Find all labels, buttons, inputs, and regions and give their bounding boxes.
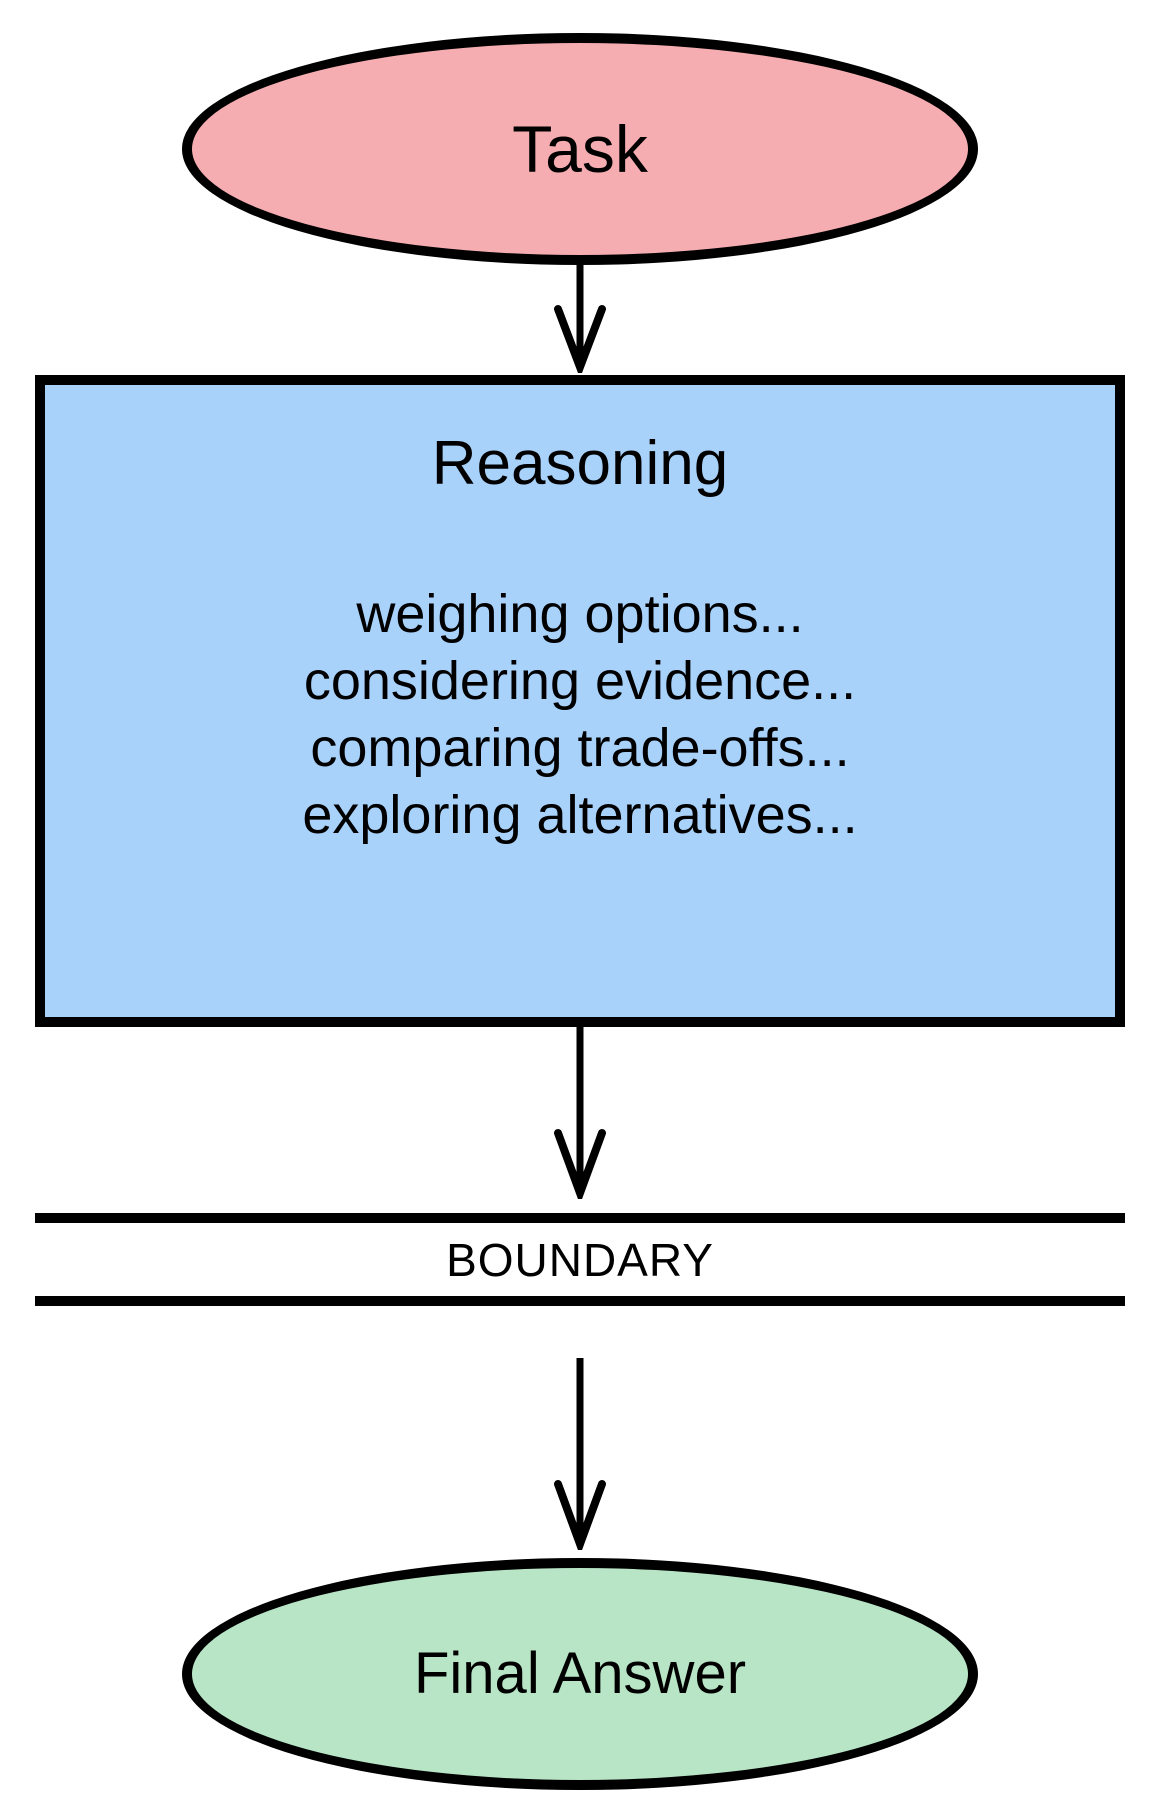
reasoning-line: exploring alternatives... (302, 785, 858, 845)
reasoning-lines: weighing options... considering evidence… (45, 581, 1115, 849)
arrow-task-to-reasoning (554, 265, 606, 373)
final-answer-label: Final Answer (413, 1641, 747, 1706)
reasoning-line: weighing options... (356, 584, 804, 644)
task-label: Task (512, 112, 648, 186)
boundary-bottom-line (35, 1296, 1125, 1306)
reasoning-node: Reasoning weighing options... considerin… (35, 375, 1125, 1027)
arrow-boundary-to-final-answer (554, 1358, 606, 1550)
task-node: Task (182, 33, 978, 265)
arrow-reasoning-to-boundary (554, 1027, 606, 1199)
final-answer-node: Final Answer (182, 1558, 978, 1790)
boundary-label: BOUNDARY (446, 1233, 714, 1286)
reasoning-line: considering evidence... (303, 651, 857, 711)
boundary-top-line (35, 1213, 1125, 1223)
reasoning-line: comparing trade-offs... (310, 718, 850, 778)
reasoning-title: Reasoning (431, 429, 729, 498)
